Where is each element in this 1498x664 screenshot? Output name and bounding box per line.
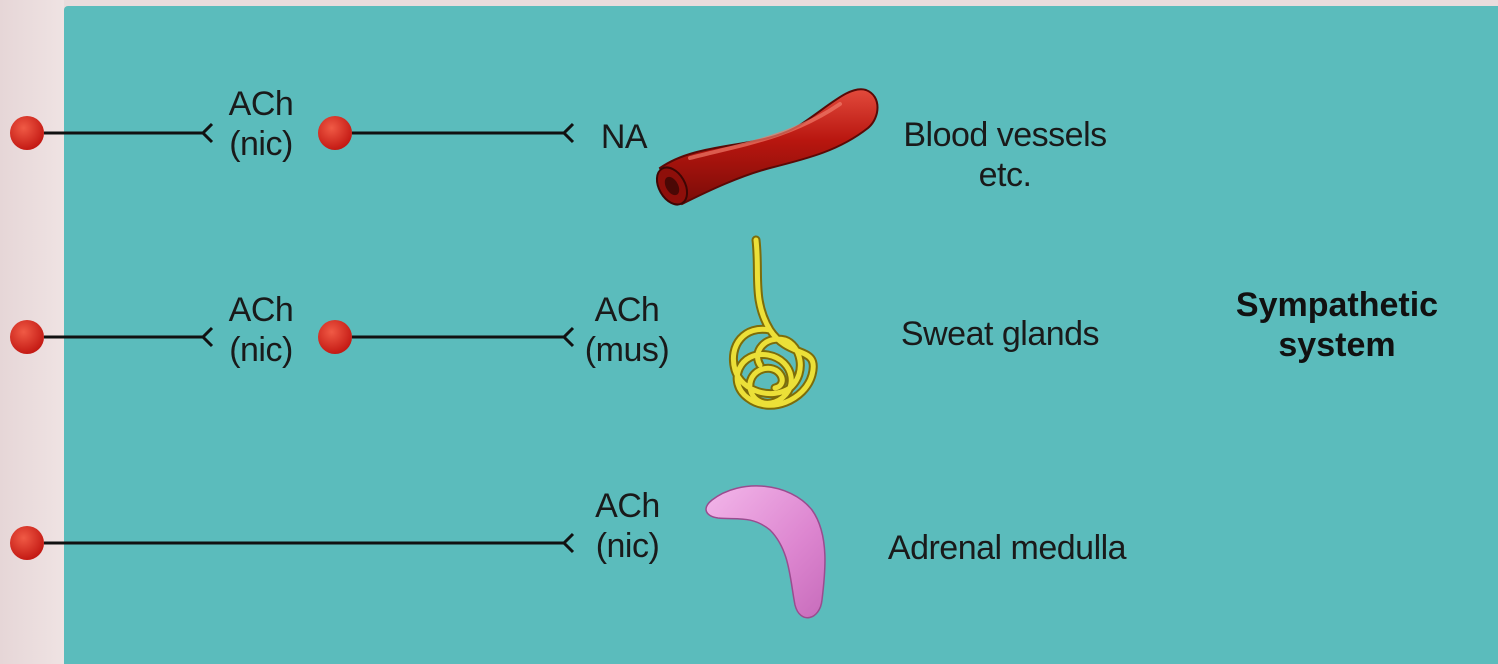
preganglionic-cell-body — [10, 526, 44, 560]
transmitter-name: ACh — [216, 290, 306, 330]
blood-vessel-icon — [651, 89, 878, 210]
preganglionic-cell-body — [10, 320, 44, 354]
postganglionic-transmitter-label: ACh (mus) — [572, 290, 682, 370]
organ-name: Blood vessels — [880, 115, 1130, 155]
preganglionic-transmitter-label: ACh (nic) — [216, 84, 306, 164]
system-title-line2: system — [1212, 325, 1462, 365]
receptor-type: (mus) — [572, 330, 682, 370]
ganglion-cell-body — [318, 116, 352, 150]
sweat-gland-icon — [733, 240, 813, 405]
receptor-type: (nic) — [216, 330, 306, 370]
ganglion-cell-body — [318, 320, 352, 354]
preganglionic-transmitter-label: ACh (nic) — [216, 290, 306, 370]
organ-name: Sweat glands — [880, 314, 1120, 354]
organ-label-adrenal-medulla: Adrenal medulla — [862, 528, 1152, 568]
transmitter-name: ACh — [572, 290, 682, 330]
adrenal-medulla-icon — [706, 486, 825, 618]
synapse-terminal — [203, 124, 212, 142]
system-title: Sympathetic system — [1212, 285, 1462, 365]
transmitter-name: ACh — [216, 84, 306, 124]
synapse-terminal — [564, 124, 573, 142]
organ-label-sweat-glands: Sweat glands — [880, 314, 1120, 354]
organ-name: Adrenal medulla — [862, 528, 1152, 568]
receptor-type: (nic) — [216, 124, 306, 164]
synapse-terminal — [564, 534, 573, 552]
row-3-pathway — [10, 526, 573, 560]
preganglionic-cell-body — [10, 116, 44, 150]
organ-label-blood-vessels: Blood vessels etc. — [880, 115, 1130, 195]
synapse-terminal — [203, 328, 212, 346]
transmitter-name: NA — [584, 117, 664, 157]
transmitter-name: ACh — [580, 486, 675, 526]
postganglionic-transmitter-label: NA — [584, 117, 664, 157]
receptor-type: (nic) — [580, 526, 675, 566]
postganglionic-transmitter-label: ACh (nic) — [580, 486, 675, 566]
organ-name-suffix: etc. — [880, 155, 1130, 195]
system-title-line1: Sympathetic — [1212, 285, 1462, 325]
